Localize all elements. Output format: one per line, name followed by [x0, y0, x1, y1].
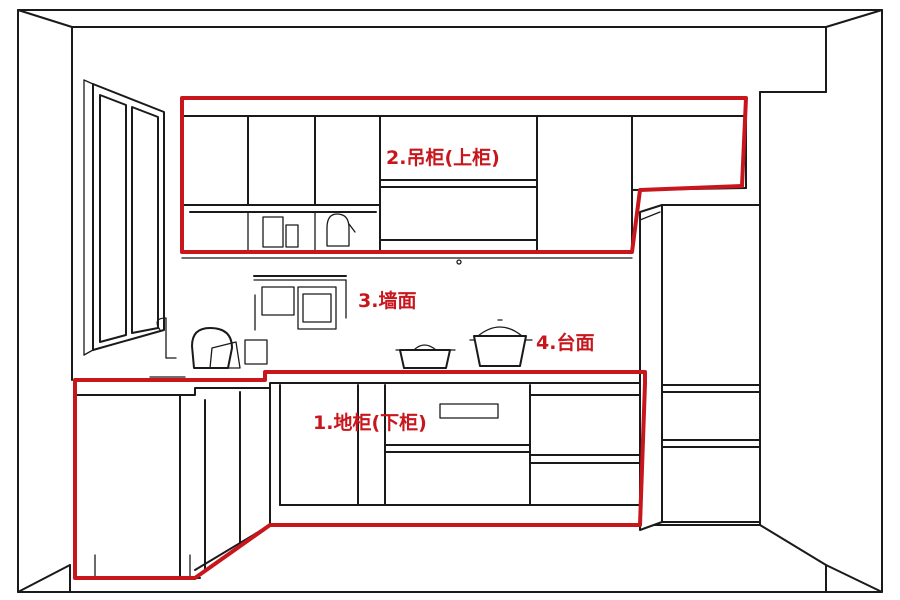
label-wall-cabinet: 2.吊柜(上柜): [386, 147, 500, 169]
shelf-items: [262, 213, 356, 248]
label-countertop: 4.台面: [536, 332, 595, 354]
countertop-items: [156, 317, 533, 369]
wall-rack: [253, 275, 347, 331]
base-cabinet-outline: [73, 370, 647, 580]
window: [83, 79, 165, 356]
countertop: [74, 371, 646, 396]
highlight-outlines: [73, 96, 748, 580]
label-base-cabinet: 1.地柜(下柜): [313, 412, 427, 434]
label-wall: 3.墙面: [358, 290, 417, 312]
wall-cabinet-outline: [180, 96, 748, 254]
refrigerator: [639, 204, 761, 531]
